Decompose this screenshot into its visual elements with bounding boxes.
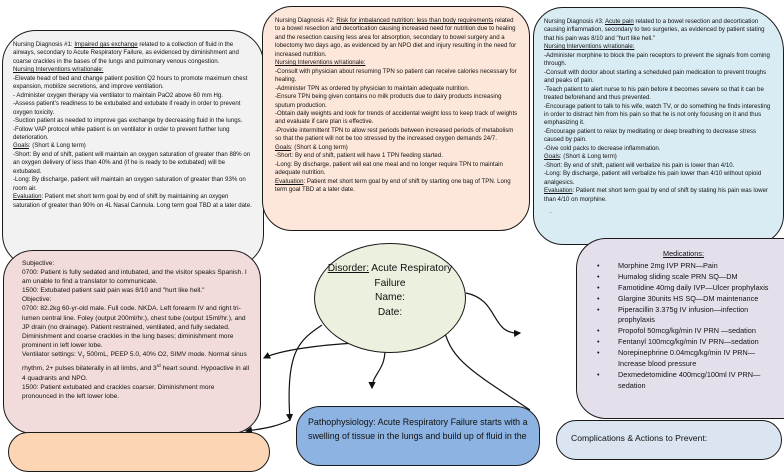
bottom-left-card (8, 432, 270, 472)
nd3-trailing-bullet: . (550, 207, 552, 215)
nd2-intervention: -Consult with physician about resuming T… (275, 67, 517, 84)
disorder-label: Disorder: (327, 263, 370, 274)
medication-item: Morphine 2mg IVP PRN—Pain (597, 261, 780, 272)
nd1-goals-label: Goals (13, 142, 29, 150)
nd1-evaluation: : Patient met short term goal by end of … (13, 193, 252, 209)
pathophysiology-text: Pathophysiology: Acute Respiratory Failu… (308, 417, 528, 441)
subjective-entry: 0700: Patient is fully sedated and intub… (22, 269, 247, 286)
nd2-label: Nursing Diagnosis #2: (275, 17, 337, 24)
nd1-intervention: - Administer oxygen therapy via ventilat… (13, 91, 223, 99)
medication-item: Norepinephrine 0.04mcg/kg/min IV PRN—Inc… (597, 348, 780, 370)
nursing-diagnosis-2-card: Nursing Diagnosis #2: Risk for imbalance… (262, 6, 530, 231)
vent-suffix: heart sound. Hypoactive in all 4 quadran… (22, 365, 250, 382)
nd3-evaluation: : Patient met short term goal by end of … (544, 187, 768, 203)
nd2-interventions-heading: Nursing Interventions w/rationale: (275, 59, 366, 67)
nd1-intervention: -Assess patient's readiness to be extuba… (13, 100, 241, 116)
vent-sub: T (82, 354, 85, 360)
name-label: Name: (374, 292, 405, 303)
nd3-interventions-heading: Nursing Interventions w/rationale: (544, 43, 635, 51)
nd2-goal-short: -Short: By end of shift, patient will ha… (275, 152, 443, 160)
disorder-value: Acute Respiratory Failure (369, 263, 453, 289)
objective-0700: 0700: 82.2kg 60-yr-old male. Full code. … (22, 305, 246, 349)
medication-item: Famotidine 40mg daily IVP—Ulcer prophyla… (597, 283, 780, 294)
vent-sup: rd (156, 363, 161, 369)
nd1-evaluation-label: Evaluation (13, 193, 42, 201)
nd1-goal-long: -Long: By discharge, patient will mainta… (13, 176, 246, 192)
nd1-intervention: -Suction patient as needed to improve ga… (13, 117, 243, 125)
medication-item: Glargine 30units HS SQ—DM maintenance (597, 294, 780, 305)
nd3-evaluation-label: Evaluation (544, 187, 573, 195)
nd3-goals-label: Goals (544, 153, 560, 161)
nd1-statement: related to a collection of fluid in the … (13, 41, 239, 65)
nd2-goal-long: -Long: By discharge, patient will eat on… (275, 160, 503, 177)
nd1-interventions-heading: Nursing Interventions w/rationale: (13, 66, 104, 74)
complications-card: Complications & Actions to Prevent: (556, 420, 782, 460)
nd1-diagnosis: Impaired gas exchange (74, 41, 138, 48)
nursing-diagnosis-3-card: Nursing Diagnosis #3: Acute pain related… (533, 7, 784, 245)
nd2-intervention: -Administer TPN as ordered by physician … (275, 84, 470, 92)
disorder-ellipse: Disorder: Acute Respiratory Failure Name… (314, 243, 466, 353)
nd1-goals-suffix: : (Short & Long term) (28, 142, 86, 150)
subjective-heading: Subjective: (22, 260, 55, 267)
nd2-evaluation: : Patient met short term goal by end of … (275, 177, 511, 194)
medications-card: Medications: Morphine 2mg IVP PRN—Pain H… (576, 238, 784, 419)
nd3-diagnosis: Acute pain (604, 18, 634, 25)
nd3-intervention: -Encourage patient to relax by meditatin… (544, 127, 757, 144)
nd2-goals-label: Goals (275, 143, 291, 151)
nd3-statement: related to a bowel resection and decorti… (544, 18, 765, 42)
nd2-statement: related to a bowel resection and decorti… (275, 17, 517, 58)
nd3-intervention: -Consult with doctor about starting a sc… (544, 68, 767, 85)
objective-heading: Objective: (22, 296, 52, 304)
nd1-intervention: -Follow VAP protocol while patient is on… (13, 125, 230, 141)
nursing-diagnosis-1-card: Nursing Diagnosis #1: Impaired gas excha… (2, 30, 264, 268)
medication-item: Piperacillin 3.375g IV infusion—infectio… (597, 305, 780, 327)
nd3-intervention: -Administer morphine to block the pain r… (544, 51, 770, 68)
nd3-goal-short: -Short: By end of shift, patient will ve… (544, 161, 735, 169)
assessment-card: Subjective: 0700: Patient is fully sedat… (3, 250, 261, 434)
vent-prefix: Ventilator settings: V (22, 350, 83, 358)
nd3-intervention: -Encourage patient to talk to his wife, … (544, 102, 771, 127)
medication-item: Humalog sliding scale PRN SQ—DM (597, 272, 780, 283)
complications-title: Complications & Actions to Prevent: (571, 433, 708, 443)
objective-1500: 1500: Patient extubated and crackles coa… (22, 383, 215, 400)
vent-mid: 500mL, PEEP 5.0, 40% O2, SIMV mode. Norm… (22, 350, 247, 373)
nd2-diagnosis: Risk for imbalanced nutrition: less than… (336, 17, 494, 24)
nd3-intervention: -Give cold packs to decrease inflammatio… (544, 144, 661, 152)
nd2-intervention: -Ensure TPN being given contains no milk… (275, 93, 502, 109)
nd2-evaluation-label: Evaluation (275, 177, 304, 185)
nd2-intervention: -Obtain daily weights and look for trend… (275, 109, 518, 126)
nd2-intervention: -Provide intermittent TPN to allow rest … (275, 126, 514, 143)
nd3-goal-long: -Long: By discharge, patient will verbal… (544, 170, 762, 186)
date-label: Date: (377, 306, 403, 318)
medications-title: Medications: (663, 249, 704, 258)
nd2-goals-suffix: : (Short & Long term) (290, 143, 348, 151)
subjective-entry: 1500: Extubated patient said pain was 8/… (22, 287, 205, 295)
nd1-goal-short: -Short: By end of shift, patient will ma… (13, 150, 251, 175)
medication-item: Dexmedetomidine 400mcg/100ml IV PRN—seda… (597, 370, 780, 392)
nd3-goals-suffix: : (Short & Long term) (559, 153, 617, 161)
medications-list: Morphine 2mg IVP PRN—Pain Humalog slidin… (587, 261, 780, 392)
nd1-intervention: -Elevate head of bed and change patient … (13, 74, 248, 91)
nd3-intervention: -Teach patient to alert nurse to his pai… (544, 85, 764, 102)
ventilator-settings: Ventilator settings: VT 500mL, PEEP 5.0,… (22, 350, 250, 383)
medication-item: Fentanyl 100mcg/kg/min IV PRN—sedation (597, 337, 780, 348)
nd3-label: Nursing Diagnosis #3: (544, 18, 605, 25)
nd1-label: Nursing Diagnosis #1: (13, 41, 75, 48)
medication-item: Propofol 50mcg/kg/min IV PRN —sedation (597, 326, 780, 337)
pathophysiology-card: Pathophysiology: Acute Respiratory Failu… (296, 406, 540, 466)
